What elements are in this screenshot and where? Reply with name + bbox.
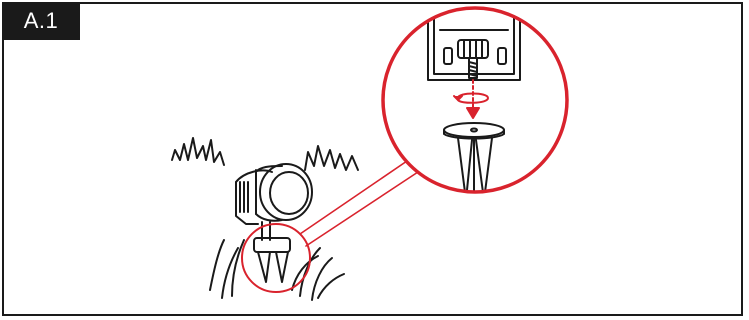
step-label: A.1: [2, 2, 80, 40]
illustration-frame: [2, 2, 743, 316]
grass-tuft-right: [304, 145, 359, 171]
detail-callout: [381, 6, 569, 194]
grass-front: [209, 239, 345, 301]
grass-tuft-left: [171, 137, 225, 166]
spotlight: [235, 163, 313, 283]
callout-connector: [299, 160, 419, 247]
detail-marker-circle: [241, 223, 311, 293]
rotate-arrow-icon: [453, 79, 489, 119]
